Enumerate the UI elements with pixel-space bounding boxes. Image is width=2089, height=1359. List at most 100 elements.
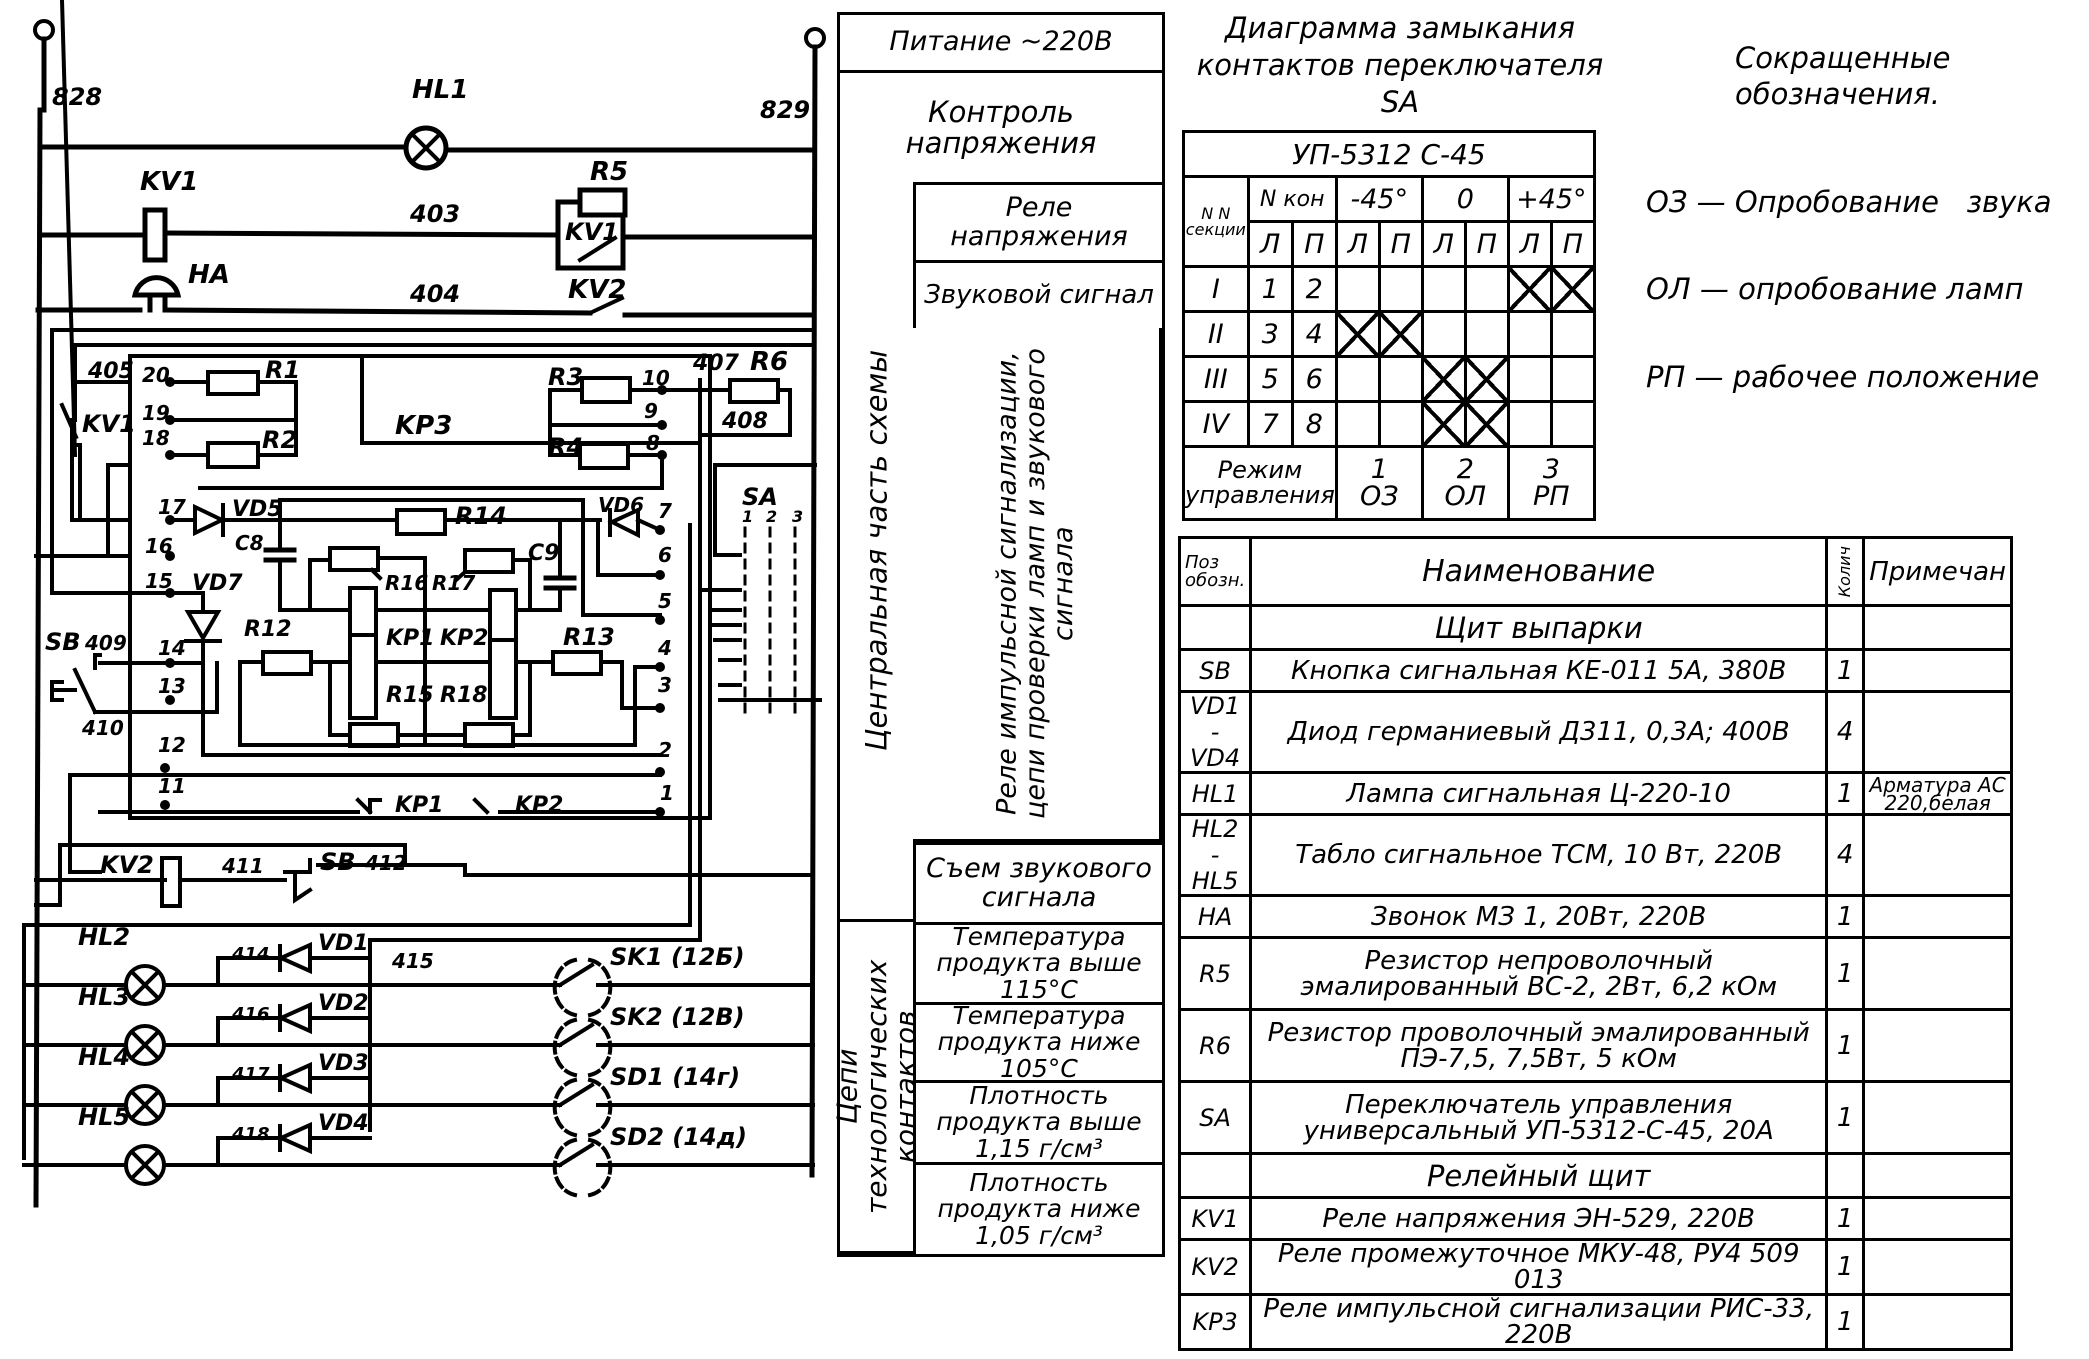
wire-416: 416 [231,1004,270,1025]
label-kp3: KP3 [395,411,452,441]
sa-contact-open [1549,310,1596,358]
label-r17: R17 [432,571,475,595]
diode-vd7-icon [184,610,222,643]
contact-kv1-left-icon [59,402,79,440]
func-power: Питание ~220В [889,26,1113,58]
sa-contact-number: 3 [1246,310,1294,358]
label-vd7: VD7 [192,571,243,596]
parts-pos: KV2 [1177,1238,1253,1296]
parts-note [1862,604,2014,651]
power-bus-right [804,27,826,1178]
wire-409: 409 [84,631,127,655]
contact-arc [587,1017,613,1078]
lamp-cross [129,1149,161,1181]
parts-section-title: Релейный щит [1249,1152,1829,1199]
sa-model: УП-5312 С-45 [1182,130,1596,178]
parts-pos: SA [1177,1080,1253,1155]
terminal-20: 20 [142,363,170,387]
label-sd1: SD1 (14г) [610,1063,740,1091]
parts-qty: 1 [1825,1080,1866,1155]
parts-qty: 1 [1825,1008,1866,1083]
sa-mode-label: Режим управления [1182,445,1338,521]
abbreviation-text: — опробование ламп [1699,272,2024,306]
wire-403: 403 [409,200,460,228]
parts-header-pos: Поз обозн. [1177,536,1253,607]
resistor-r6-icon [728,378,780,404]
terminal-19: 19 [142,401,170,425]
diode-vd6-icon [607,506,640,539]
parts-qty: 1 [1825,1293,1866,1351]
lamp-cross [129,1089,161,1121]
sa-position-header: 0 [1420,175,1510,223]
diode-wire [216,1016,282,1047]
parts-name: Резистор непроволочный эмалированный ВС-… [1249,936,1829,1011]
parts-note [1862,1152,2014,1199]
parts-pos [1177,604,1253,651]
label-hl1: HL1 [412,75,468,105]
diode-wire [216,1076,282,1107]
contact-arc [552,957,578,1018]
sa-contact-table: УП-5312 С-45 N N секции N кон -45° 0 +45… [1182,130,1596,521]
func-central-group: Центральная часть схемы [840,182,913,922]
func-tech-row: Плотность продукта ниже 1,05 г/см³ [913,1162,1162,1254]
label-hl2: HL2 [78,923,130,951]
func-voltage-relay: Реле напряжения [913,182,1162,260]
function-table: Питание ~220В Контроль напряжения Центра… [830,12,1165,1257]
parts-qty: 1 [1825,648,1866,693]
parts-note [1862,690,2014,774]
sa-sub-header: Л [1506,220,1553,268]
contact-sk1-icon [557,962,595,988]
sa-sub-header: П [1549,220,1596,268]
relay-kv1-coil-icon [142,207,168,263]
parts-section-row: Щит выпарки [1177,604,2014,651]
sa-contact-open [1463,310,1510,358]
wire-404: 404 [409,280,460,308]
diode-wire [216,956,282,987]
kp-contacts-wiring [68,773,662,874]
parts-qty: 1 [1825,1238,1866,1296]
sa-contact-open [1506,310,1553,358]
lamp-hl1-icon [403,125,449,171]
sa-contact-number: 5 [1246,355,1294,403]
parts-pos: KV1 [1177,1196,1253,1241]
terminal-18: 18 [142,426,170,450]
parts-note [1862,1196,2014,1241]
wire-405: 405 [87,359,134,384]
func-sound-reset: Съем звукового сигнала [913,842,1162,922]
parts-qty: 1 [1825,936,1866,1011]
sa-sub-header: П [1463,220,1510,268]
label-vd6: VD6 [598,493,644,517]
resistor-r12-icon [261,650,313,676]
lamp-cross [129,1029,161,1061]
sa-mode-num: 3 [1542,454,1560,485]
abbreviation-item: РП — рабочее положение [1646,360,2039,394]
terminal-6: 6 [658,543,672,567]
terminal-3: 3 [658,673,672,697]
sa-section: II [1182,310,1250,358]
sa-sub-header: Л [1246,220,1294,268]
parts-pos: HL2 - HL5 [1177,813,1253,897]
terminal-13: 13 [158,674,186,698]
sa-contact-number: 1 [1246,265,1294,313]
abbreviation-code: ОЗ [1646,185,1688,219]
sa-contact-open [1377,355,1424,403]
kp1-kp2-block [238,546,662,748]
abbreviations: Сокращенные обозначения. ОЗ — Опробовани… [1640,40,2080,394]
label-vd2: VD2 [318,991,369,1016]
sa-contact-closed-mark [1377,310,1424,358]
parts-name: Реле напряжения ЭН-529, 220В [1249,1196,1829,1241]
sa-contact-open [1549,400,1596,448]
func-sound-signal: Звуковой сигнал [913,260,1162,328]
label-sd2: SD2 (14д) [610,1123,747,1151]
sa-contact-number: 2 [1290,265,1338,313]
parts-qty: 1 [1825,771,1866,816]
sa-contact-open [1506,400,1553,448]
